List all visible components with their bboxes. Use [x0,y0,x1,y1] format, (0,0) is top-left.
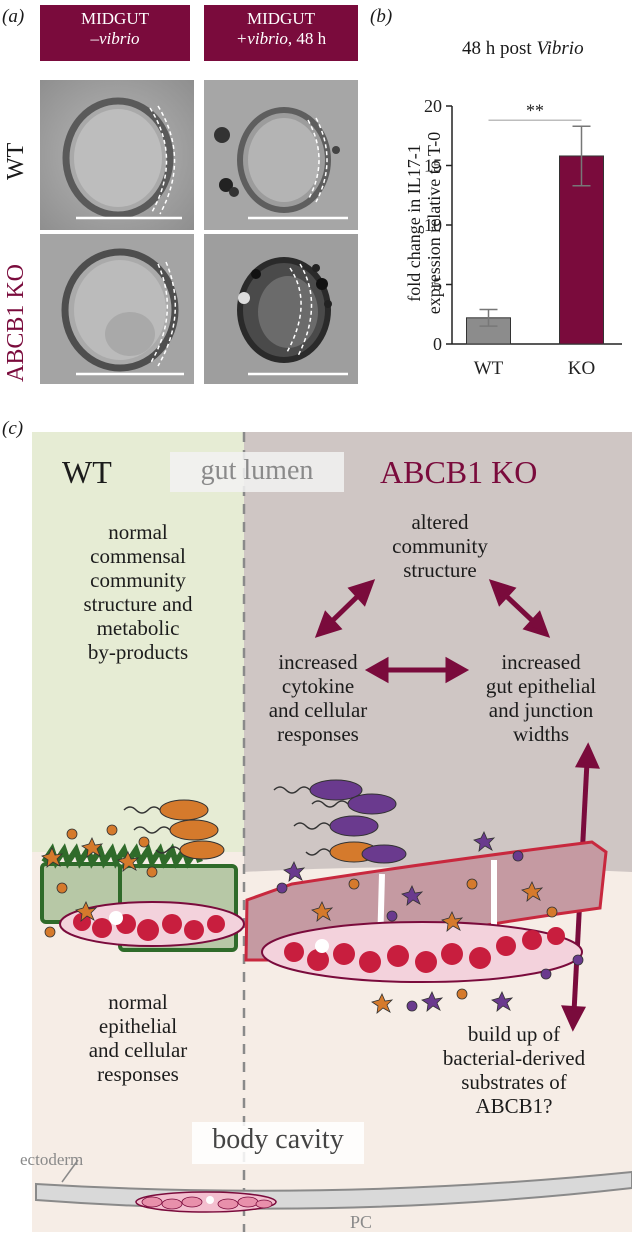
arrow-cytokine-to-gut-widths [364,656,470,684]
wt-microvilli [41,843,203,869]
wt-flagella [123,806,181,854]
row-label-wt: WT [3,142,29,180]
arrow-altered-to-cytokine [314,579,376,638]
text-line: and cellular [88,1038,188,1062]
text-line: gut epithelial [485,674,597,698]
text-line: commensal [90,544,186,568]
text-line: and cellular [268,698,368,722]
header-midgut-no-vibrio: MIDGUT –vibrio [40,5,190,61]
panel-c-letter: (c) [2,418,24,439]
ylabel-line1: fold change in IL17-1 [404,144,424,302]
text-line: increased [278,650,358,674]
wt-title: WT [62,454,112,490]
text-line: build up of [467,1022,561,1046]
pc-label: PC [350,1212,373,1232]
body-cavity-label: body cavity [212,1124,344,1155]
cytokine-response-text: increased cytokine and cellular response… [248,650,388,746]
wt-response-text: normal epithelial and cellular responses [40,990,236,1086]
y-tick-label: 15 [424,156,442,176]
wt-bacteria [159,799,225,860]
header-line1: MIDGUT [81,9,149,28]
ko-title: ABCB1 KO [380,454,538,490]
text-line: bacterial-derived [442,1046,586,1070]
gut-widths-text: increased gut epithelial and junction wi… [456,650,626,746]
y-tick-label: 10 [424,215,442,235]
text-line: and junction [488,698,594,722]
text-line: structure [403,558,477,582]
header-48h: , 48 h [287,29,327,48]
text-line: ABCB1? [475,1094,553,1118]
mechanism-diagram [32,432,632,1232]
panel-a-letter: (a) [2,6,25,27]
text-line: metabolic [96,616,180,640]
chart-title-prefix: 48 h post [462,38,537,59]
y-tick-label: 5 [433,275,442,295]
x-tick-label: WT [474,358,504,379]
header-midgut-vibrio-48h: MIDGUT +vibrio, 48 h [204,5,358,61]
ko-stars-and-dots [276,831,584,1014]
text-line: responses [277,722,359,746]
micrograph-ko-no-vibrio [40,234,194,384]
ko-bacteria [309,779,407,864]
text-line: normal [108,990,168,1014]
pc-cells [141,1196,273,1210]
text-line: epithelial [98,1014,178,1038]
x-tick-label: KO [568,358,595,379]
ko-gut-lumen-region [244,432,632,872]
micrograph-ko-vibrio [204,234,358,384]
wt-community-text: normal commensal community structure and… [32,520,244,664]
text-line: community [392,534,488,558]
panel-b-letter: (b) [370,6,393,27]
chart-title: 48 h post Vibrio [462,38,584,60]
header-line2: –vibrio [90,29,140,48]
altered-community-text: altered community structure [350,510,530,582]
header-line1: MIDGUT [247,9,315,28]
ectoderm-label: ectoderm [20,1150,84,1169]
ectoderm-pointer [61,1159,79,1183]
text-line: substrates of [461,1070,567,1094]
bar-ko [559,155,604,345]
text-line: widths [512,722,569,746]
ko-flagella [273,786,349,856]
text-line: by-products [87,640,189,664]
text-line: community [90,568,186,592]
significance-label: ** [526,100,544,120]
chart-title-italic: Vibrio [536,38,584,59]
text-line: normal [108,520,168,544]
text-line: responses [97,1062,179,1086]
wt-stars-and-dots [41,824,158,938]
y-tick-label: 0 [433,334,442,354]
text-line: cytokine [281,674,355,698]
arrow-altered-to-gut-widths [488,579,551,638]
ko-red-cells [284,927,565,973]
y-tick-label: 20 [424,96,442,116]
header-vibrio-italic: +vibrio [235,29,288,48]
text-line: altered [411,510,469,534]
text-line: structure and [83,592,193,616]
text-line: increased [501,650,581,674]
row-label-abcb1-ko: ABCB1 KO [3,263,29,382]
gut-lumen-label: gut lumen [200,455,314,486]
micrograph-wt-no-vibrio [40,80,194,230]
wt-gut-lumen-region [32,432,244,852]
wt-red-cells [73,913,225,941]
gut-lumen-label-bg [170,452,344,492]
buildup-text: build up of bacterial-derived substrates… [404,1022,624,1118]
micrograph-wt-vibrio [204,80,358,230]
body-cavity-label-bg [192,1122,364,1164]
